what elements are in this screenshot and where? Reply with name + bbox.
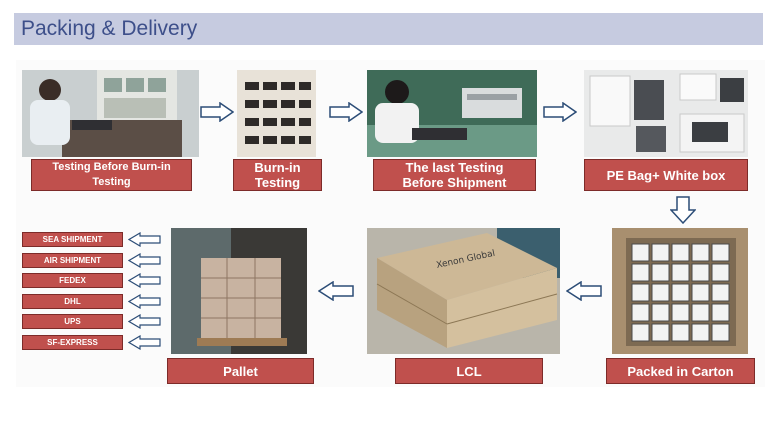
white-box — [651, 303, 670, 322]
photo-lcl: Xenon Global — [367, 228, 560, 354]
white-box — [711, 283, 730, 302]
lcl-illustration: Xenon Global — [367, 228, 560, 354]
carton-illustration — [612, 228, 748, 354]
white-box — [671, 243, 690, 262]
arrow-left-icon — [128, 232, 161, 247]
arrow-right-icon — [543, 102, 577, 122]
white-box — [631, 303, 650, 322]
shipping-sea: SEA SHIPMENT — [22, 232, 123, 247]
white-box — [671, 323, 690, 342]
white-box — [691, 283, 710, 302]
arrow-left-icon — [128, 273, 161, 288]
arrow-left-icon — [128, 294, 161, 309]
shipping-sf-express: SF-EXPRESS — [22, 335, 123, 350]
arrow-left-icon — [128, 314, 161, 329]
photo-last-testing — [367, 70, 537, 157]
arrow-left-icon — [566, 281, 602, 301]
white-box — [651, 323, 670, 342]
white-box — [671, 303, 690, 322]
white-box — [651, 243, 670, 262]
caption-pallet: Pallet — [167, 358, 314, 384]
white-box — [631, 243, 650, 262]
arrow-down-icon — [670, 196, 696, 224]
caption-burnin: Burn-in Testing — [233, 159, 322, 191]
white-box — [711, 323, 730, 342]
photo-testing — [22, 70, 199, 157]
burnin-rack-illustration — [237, 70, 316, 157]
pe-bag-box-illustration — [584, 70, 748, 157]
white-box — [631, 283, 650, 302]
shipping-dhl: DHL — [22, 294, 123, 309]
white-box — [691, 263, 710, 282]
header-bar: Packing & Delivery — [14, 13, 763, 45]
white-box — [651, 263, 670, 282]
caption-last-testing: The last Testing Before Shipment — [373, 159, 536, 191]
white-box — [711, 303, 730, 322]
caption-testing: Testing Before Burn-in Testing — [31, 159, 192, 191]
caption-pe-bag: PE Bag+ White box — [584, 159, 748, 191]
white-box — [631, 323, 650, 342]
white-box — [631, 263, 650, 282]
arrow-right-icon — [200, 102, 234, 122]
photo-pallet — [171, 228, 307, 354]
shipping-fedex: FEDEX — [22, 273, 123, 288]
pallet-illustration — [171, 228, 307, 354]
white-box — [711, 263, 730, 282]
arrow-left-icon — [128, 253, 161, 268]
white-box — [671, 263, 690, 282]
photo-pe-bag — [584, 70, 748, 157]
white-box — [691, 243, 710, 262]
arrow-right-icon — [329, 102, 363, 122]
arrow-left-icon — [128, 335, 161, 350]
photo-carton — [612, 228, 748, 354]
white-box — [671, 283, 690, 302]
arrow-left-icon — [318, 281, 354, 301]
white-box — [691, 303, 710, 322]
white-box — [711, 243, 730, 262]
shipping-air: AIR SHIPMENT — [22, 253, 123, 268]
caption-carton: Packed in Carton — [606, 358, 755, 384]
last-testing-illustration — [367, 70, 537, 157]
testing-illustration — [22, 70, 199, 157]
page-title: Packing & Delivery — [21, 17, 198, 40]
photo-burnin — [237, 70, 316, 157]
white-box — [651, 283, 670, 302]
white-box — [691, 323, 710, 342]
shipping-ups: UPS — [22, 314, 123, 329]
caption-lcl: LCL — [395, 358, 543, 384]
